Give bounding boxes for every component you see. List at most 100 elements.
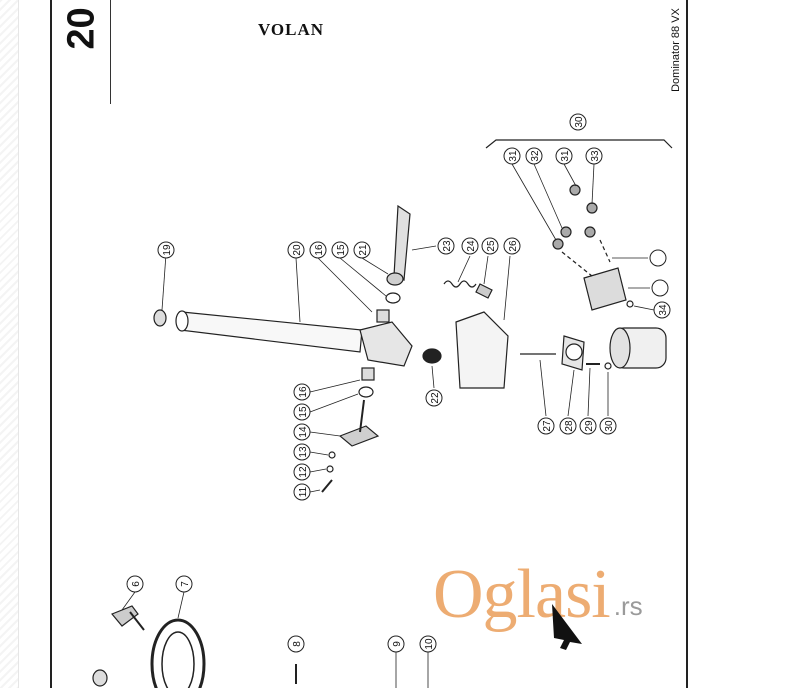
callout-28: 30 <box>599 417 617 435</box>
bolt-11 <box>321 479 333 493</box>
tube-end <box>175 310 189 332</box>
page-title: VOLAN <box>258 20 325 39</box>
svg-text:28: 28 <box>564 420 575 432</box>
svg-text:15: 15 <box>298 406 309 418</box>
svg-text:9: 9 <box>392 641 403 647</box>
svg-text:25: 25 <box>486 240 497 252</box>
washer-28 <box>604 362 612 370</box>
svg-text:8: 8 <box>292 641 303 647</box>
page-number-rule <box>110 0 111 104</box>
svg-text:16: 16 <box>314 244 325 256</box>
washer-12 <box>326 465 334 473</box>
callout-9-leader <box>395 652 429 688</box>
svg-text:24: 24 <box>466 240 477 252</box>
bushing-16-lower <box>361 367 375 381</box>
frame-right-border <box>686 0 688 688</box>
watermark-tld: .rs <box>613 591 643 621</box>
callout-27: 29 <box>579 417 597 435</box>
callout-33 <box>651 279 669 297</box>
dashed-guide <box>561 239 611 277</box>
motor-face <box>609 327 631 369</box>
callout-19: 21 <box>353 241 371 259</box>
knob-stem <box>129 611 145 631</box>
knob-6 <box>111 605 139 627</box>
svg-text:7: 7 <box>180 581 191 587</box>
callout-22: 24 <box>461 237 479 255</box>
washer-15 <box>385 292 401 304</box>
pedal-pad <box>386 272 404 286</box>
svg-text:14: 14 <box>298 426 309 438</box>
callout-24: 26 <box>503 237 521 255</box>
svg-text:30: 30 <box>604 420 615 432</box>
callout-21: 23 <box>437 237 455 255</box>
watermark-logo: Oglasi .rs <box>433 560 643 630</box>
callout-32: 34 <box>653 301 671 319</box>
cursor-arrow-icon <box>552 604 582 650</box>
callout-9: 9 <box>387 635 405 653</box>
switch-body <box>565 343 583 361</box>
bushing-17 <box>153 309 167 327</box>
callout-16-lower: 16 <box>293 383 311 401</box>
column-housing <box>359 321 413 367</box>
callout-25: 27 <box>537 417 555 435</box>
callout-26: 28 <box>559 417 577 435</box>
bulb-31b <box>586 202 598 214</box>
svg-text:19: 19 <box>162 244 173 256</box>
callout-markers: 19 20 16 15 21 23 24 25 26 22 27 28 29 3… <box>126 113 671 653</box>
callout-17: 19 <box>157 241 175 259</box>
callout-15-lower: 15 <box>293 403 311 421</box>
callout-20: 22 <box>425 389 443 407</box>
washer-15-lower <box>358 386 374 398</box>
callout-13: 13 <box>293 443 311 461</box>
svg-text:32: 32 <box>530 150 541 162</box>
group-bracket-29 <box>485 139 673 149</box>
bushing-16 <box>376 309 390 323</box>
callout-31a: 32 <box>525 147 543 165</box>
pedal-arm <box>393 204 411 281</box>
spring-22 <box>443 280 477 288</box>
steering-wheel-inner <box>161 631 195 688</box>
callout-12: 12 <box>293 463 311 481</box>
svg-text:15: 15 <box>336 244 347 256</box>
callout-11: 11 <box>293 483 311 501</box>
svg-text:34: 34 <box>658 304 669 316</box>
bulb-31a <box>560 226 572 238</box>
callout-14: 14 <box>293 423 311 441</box>
callout-31b: 33 <box>585 147 603 165</box>
callout-23: 25 <box>481 237 499 255</box>
svg-text:26: 26 <box>508 240 519 252</box>
svg-text:22: 22 <box>430 392 441 404</box>
frame-left-border <box>50 0 52 688</box>
callout-15: 15 <box>331 241 349 259</box>
callout-30b: 31 <box>555 147 573 165</box>
switch-block-33 <box>583 267 627 311</box>
bulb-31c <box>584 226 596 238</box>
steering-column-tube <box>179 311 363 353</box>
callout-34 <box>649 249 667 267</box>
svg-text:31: 31 <box>560 150 571 162</box>
callout-10: 10 <box>419 635 437 653</box>
svg-text:16: 16 <box>298 386 309 398</box>
spring-20 <box>422 348 442 364</box>
svg-text:27: 27 <box>542 420 553 432</box>
svg-text:12: 12 <box>298 466 309 478</box>
steering-wheel-7 <box>150 618 206 688</box>
bulb-30a <box>552 238 564 250</box>
svg-text:23: 23 <box>442 240 453 252</box>
svg-text:30: 30 <box>574 116 585 128</box>
cover-box-24 <box>455 311 509 389</box>
callout-30a: 31 <box>503 147 521 165</box>
washer-13 <box>328 451 336 459</box>
watermark-main: Oglasi <box>433 556 611 633</box>
bulb-30b <box>569 184 581 196</box>
svg-text:10: 10 <box>424 638 435 650</box>
scroll-edge <box>0 0 19 688</box>
callout-29: 30 <box>569 113 587 131</box>
svg-text:13: 13 <box>298 446 309 458</box>
svg-text:29: 29 <box>584 420 595 432</box>
hub-cap <box>92 669 108 687</box>
svg-text:6: 6 <box>131 581 142 587</box>
shaft-14 <box>359 399 365 433</box>
